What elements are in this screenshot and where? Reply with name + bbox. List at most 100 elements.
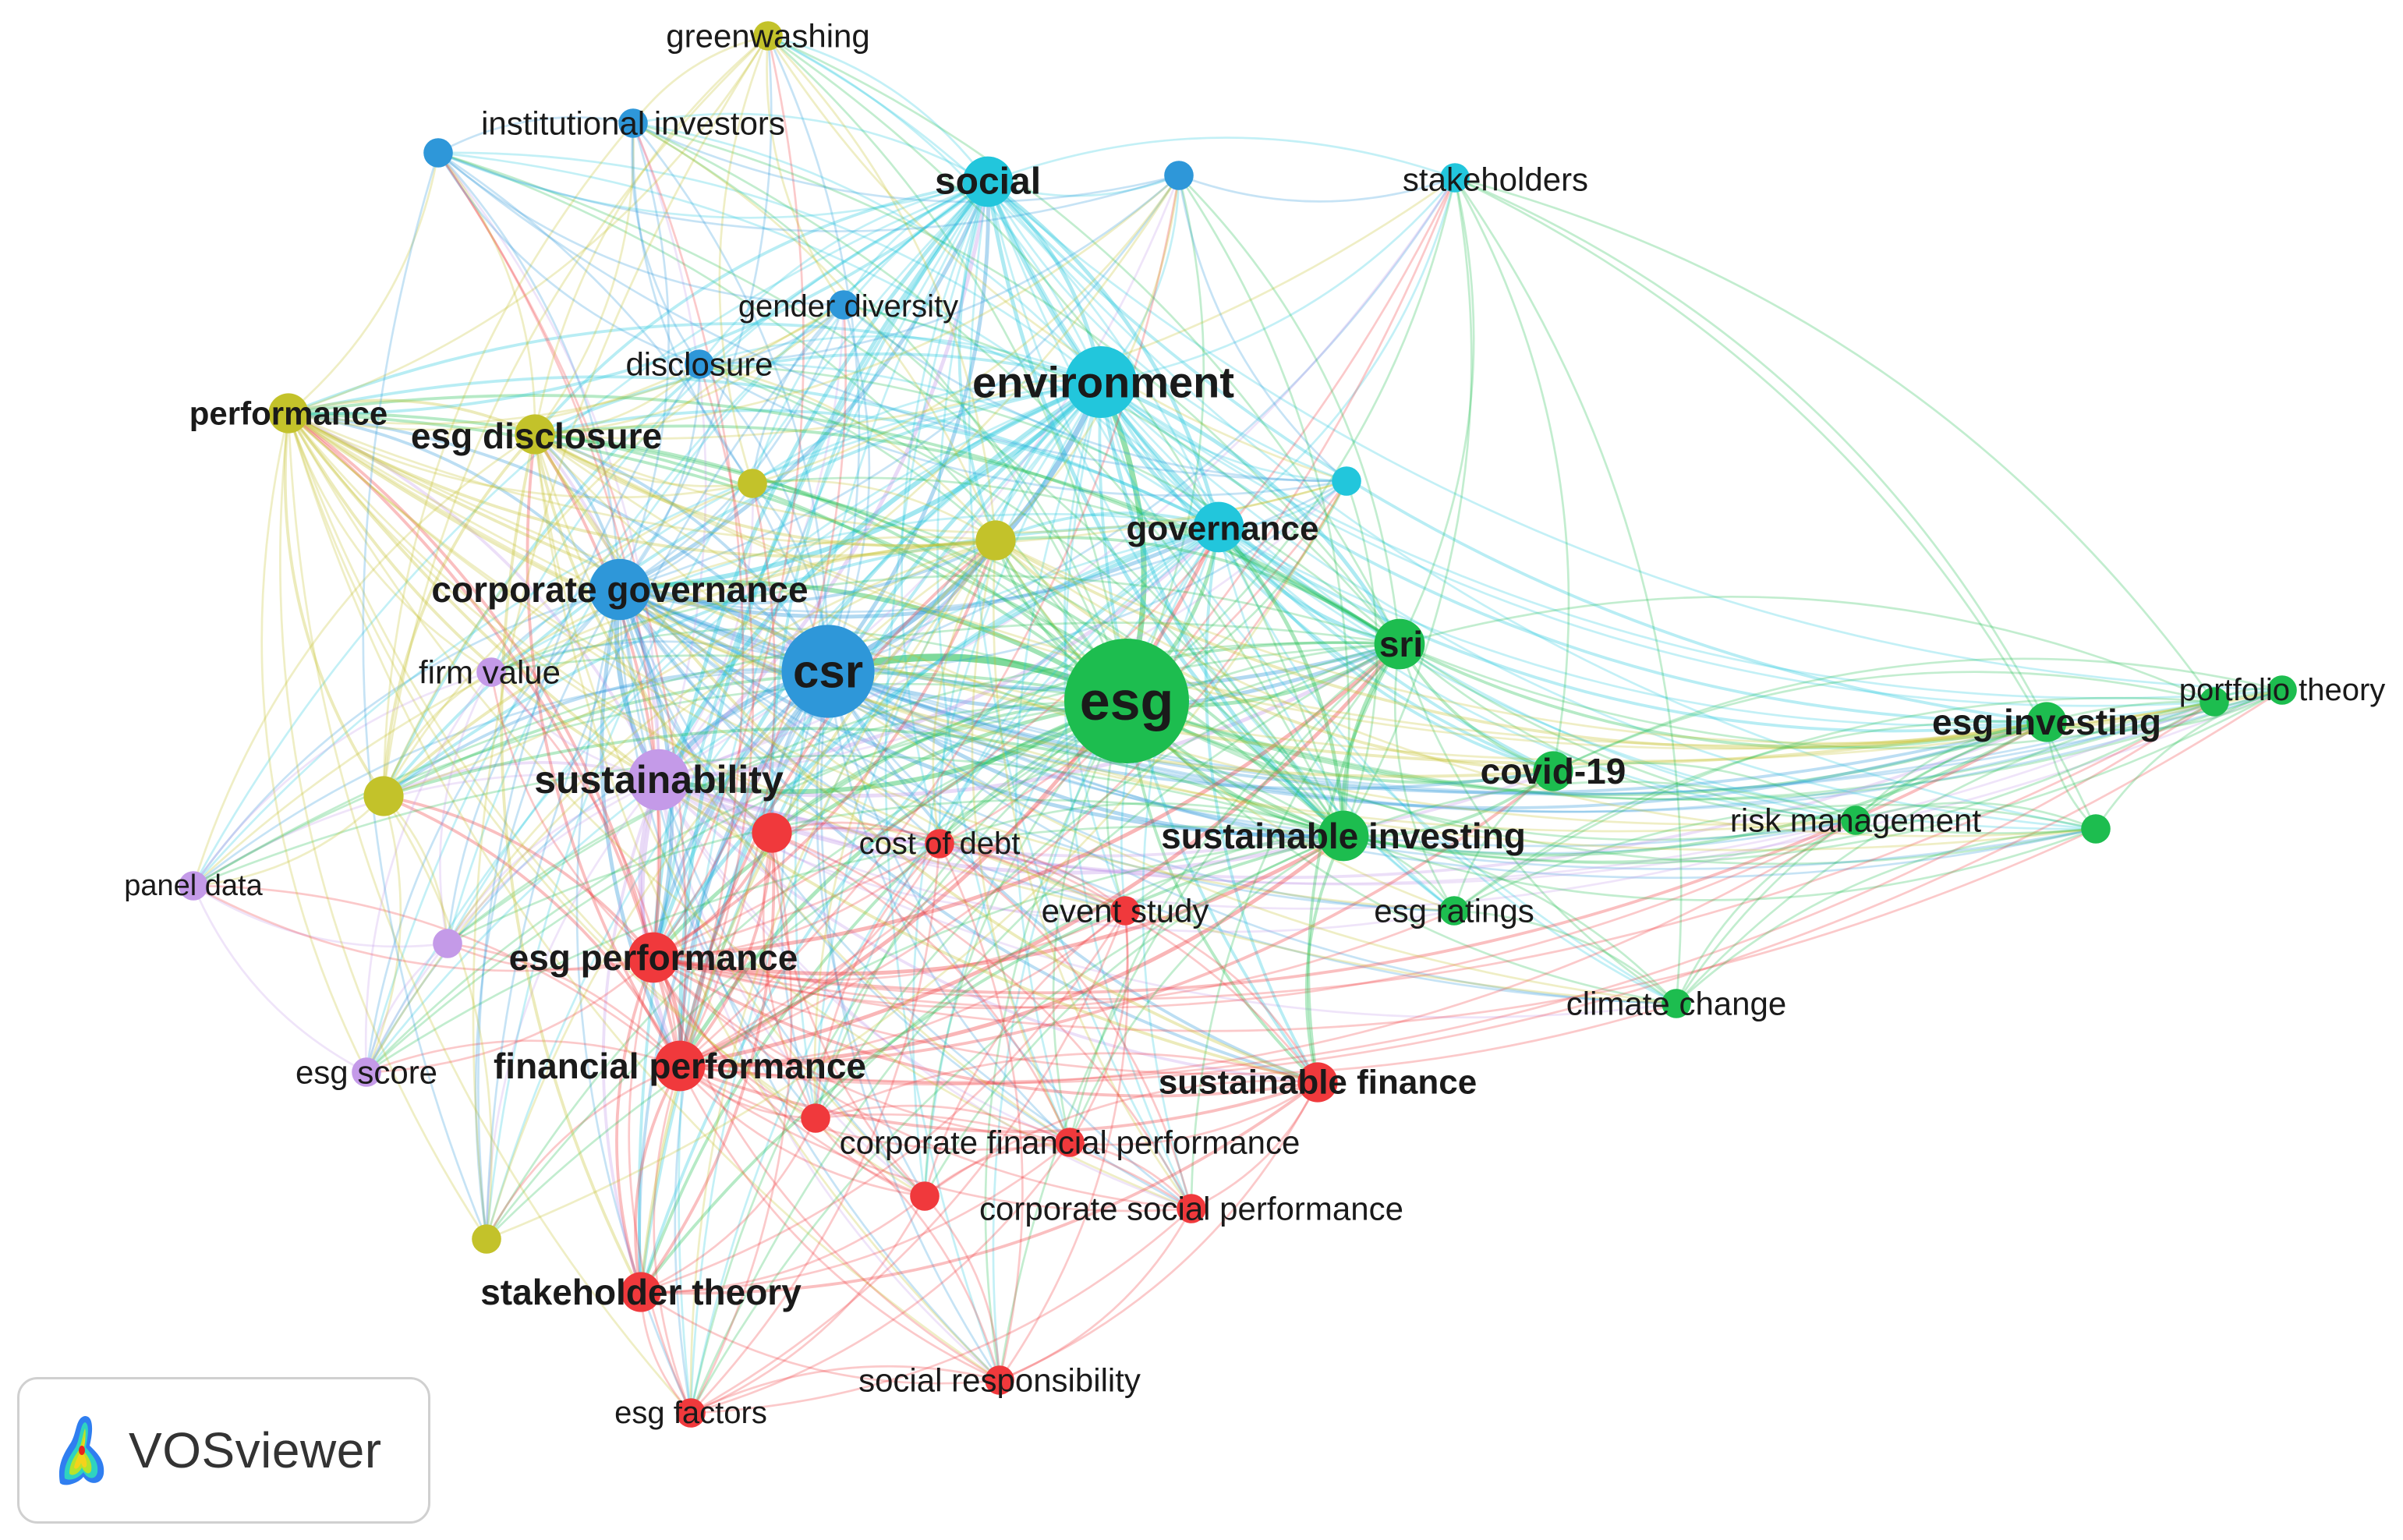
- node-yellow-unlabeled-2[interactable]: [975, 520, 1016, 561]
- node-stakeholders[interactable]: [1440, 163, 1470, 193]
- node-esg-score[interactable]: [352, 1057, 381, 1087]
- label-risk-management[interactable]: risk management: [1730, 802, 1981, 839]
- link-sri-sustainable-finance: [1307, 643, 1401, 1084]
- label-institutional-investors[interactable]: institutional investors: [481, 105, 785, 142]
- label-covid-19[interactable]: covid-19: [1481, 751, 1626, 791]
- label-esg-disclosure[interactable]: esg disclosure: [411, 416, 662, 456]
- label-esg-performance[interactable]: esg performance: [509, 937, 798, 978]
- label-sustainable-finance[interactable]: sustainable finance: [1159, 1064, 1477, 1102]
- label-social[interactable]: social: [935, 161, 1041, 203]
- node-yellow-unlabeled-3[interactable]: [363, 776, 404, 816]
- node-corporate-social-performance[interactable]: [1177, 1194, 1206, 1223]
- label-portfolio-theory[interactable]: portfolio theory: [2179, 673, 2386, 707]
- node-financial-performance[interactable]: [654, 1040, 706, 1092]
- node-esg-ratings[interactable]: [1439, 896, 1469, 926]
- node-gender-diversity[interactable]: [829, 290, 858, 320]
- label-esg-ratings[interactable]: esg ratings: [1374, 893, 1534, 929]
- node-institutional-investors[interactable]: [618, 108, 648, 138]
- label-sustainable-investing[interactable]: sustainable investing: [1161, 816, 1526, 856]
- label-cost-of-debt[interactable]: cost of debt: [859, 827, 1021, 861]
- link-greenwashing-yellow-unlabeled-3: [382, 34, 770, 798]
- label-financial-performance[interactable]: financial performance: [494, 1046, 866, 1086]
- label-esg-investing[interactable]: esg investing: [1932, 702, 2161, 742]
- label-corporate-governance[interactable]: corporate governance: [431, 569, 808, 610]
- label-esg[interactable]: esg: [1080, 671, 1174, 731]
- label-gender-diversity[interactable]: gender diversity: [738, 289, 958, 324]
- node-yellow-unlabeled-1[interactable]: [738, 469, 767, 498]
- link-esg-performance-climate-change: [652, 956, 1678, 1075]
- label-corporate-social-performance[interactable]: corporate social performance: [979, 1191, 1403, 1227]
- link-stakeholder-theory-sustainable-finance: [639, 1081, 1319, 1295]
- label-esg-score[interactable]: esg score: [296, 1054, 437, 1091]
- label-firm-value[interactable]: firm value: [419, 654, 561, 691]
- label-panel-data[interactable]: panel data: [124, 869, 263, 902]
- link-sustainable-investing-yellow-unlabeled-3: [382, 727, 1345, 837]
- node-event-study[interactable]: [1110, 896, 1140, 926]
- node-blue-unlabeled-2[interactable]: [1164, 161, 1194, 190]
- node-yellow-unlabeled-4[interactable]: [472, 1224, 501, 1254]
- link-csr-greenwashing: [766, 34, 861, 673]
- node-sustainable-finance[interactable]: [1297, 1062, 1338, 1103]
- label-esg-factors[interactable]: esg factors: [614, 1396, 767, 1430]
- label-governance[interactable]: governance: [1127, 510, 1319, 548]
- node-corporate-governance[interactable]: [589, 558, 651, 621]
- node-stakeholder-theory[interactable]: [621, 1272, 661, 1312]
- node-social[interactable]: [962, 156, 1014, 207]
- link-sustainable-investing-blue-unlabeled-2: [1177, 174, 1350, 837]
- label-corporate-financial-performance[interactable]: corporate financial performance: [840, 1124, 1301, 1161]
- node-green-unlabeled-2[interactable]: [2081, 814, 2111, 844]
- node-esg-disclosure[interactable]: [515, 414, 555, 455]
- link-sustainable-investing-esg-score: [365, 825, 1345, 1074]
- node-sri[interactable]: [1374, 618, 1425, 670]
- label-csr[interactable]: csr: [793, 646, 863, 698]
- node-esg[interactable]: [1064, 639, 1189, 763]
- label-environment[interactable]: environment: [972, 358, 1234, 407]
- node-greenwashing[interactable]: [753, 21, 783, 51]
- label-stakeholder-theory[interactable]: stakeholder theory: [480, 1272, 802, 1312]
- node-corporate-financial-performance[interactable]: [1055, 1128, 1085, 1157]
- label-greenwashing[interactable]: greenwashing: [666, 18, 870, 55]
- link-cost-of-debt-red-unlabeled-2: [814, 842, 941, 1120]
- node-esg-factors[interactable]: [676, 1398, 706, 1428]
- node-covid-19[interactable]: [1533, 751, 1573, 791]
- link-sri-esg-factors: [689, 643, 1401, 1414]
- label-event-study[interactable]: event study: [1042, 893, 1209, 929]
- node-performance[interactable]: [268, 393, 309, 434]
- node-climate-change[interactable]: [1662, 989, 1691, 1018]
- node-cyan-unlabeled-1[interactable]: [1332, 466, 1361, 496]
- node-sustainability[interactable]: [628, 749, 690, 811]
- node-esg-performance[interactable]: [628, 932, 679, 983]
- node-purple-unlabeled-1[interactable]: [433, 929, 462, 958]
- label-performance[interactable]: performance: [189, 395, 388, 432]
- node-blue-unlabeled-1[interactable]: [423, 138, 453, 168]
- node-social-responsibility[interactable]: [985, 1365, 1014, 1395]
- label-sri[interactable]: sri: [1379, 624, 1423, 664]
- node-csr[interactable]: [781, 625, 875, 718]
- node-environment[interactable]: [1065, 346, 1137, 418]
- link-social-financial-performance: [678, 179, 990, 1068]
- link-financial-performance-corporate-financial-performance: [678, 1064, 1071, 1151]
- label-sustainability[interactable]: sustainability: [534, 758, 784, 802]
- node-panel-data[interactable]: [179, 871, 208, 901]
- node-portfolio-theory[interactable]: [2267, 675, 2297, 705]
- node-cost-of-debt[interactable]: [925, 829, 954, 859]
- node-red-unlabeled-3[interactable]: [910, 1181, 940, 1211]
- link-csr-esg-disclosure: [533, 433, 830, 673]
- node-esg-investing[interactable]: [2026, 702, 2067, 742]
- node-sustainable-investing[interactable]: [1318, 810, 1369, 862]
- node-firm-value[interactable]: [476, 657, 506, 687]
- link-sustainable-investing-portfolio-theory: [1342, 689, 2284, 865]
- node-red-unlabeled-2[interactable]: [801, 1103, 830, 1133]
- link-csr-cyan-unlabeled-1: [826, 480, 1348, 673]
- label-social-responsibility[interactable]: social responsibility: [858, 1362, 1141, 1399]
- node-governance[interactable]: [1193, 501, 1244, 553]
- node-green-unlabeled-1[interactable]: [2200, 687, 2229, 717]
- label-stakeholders[interactable]: stakeholders: [1403, 161, 1588, 198]
- node-risk-management[interactable]: [1841, 805, 1870, 835]
- node-red-unlabeled-1[interactable]: [752, 812, 792, 853]
- node-disclosure[interactable]: [685, 349, 714, 379]
- label-climate-change[interactable]: climate change: [1566, 986, 1787, 1022]
- label-disclosure[interactable]: disclosure: [625, 346, 773, 383]
- link-environment-institutional-investors: [632, 122, 1102, 384]
